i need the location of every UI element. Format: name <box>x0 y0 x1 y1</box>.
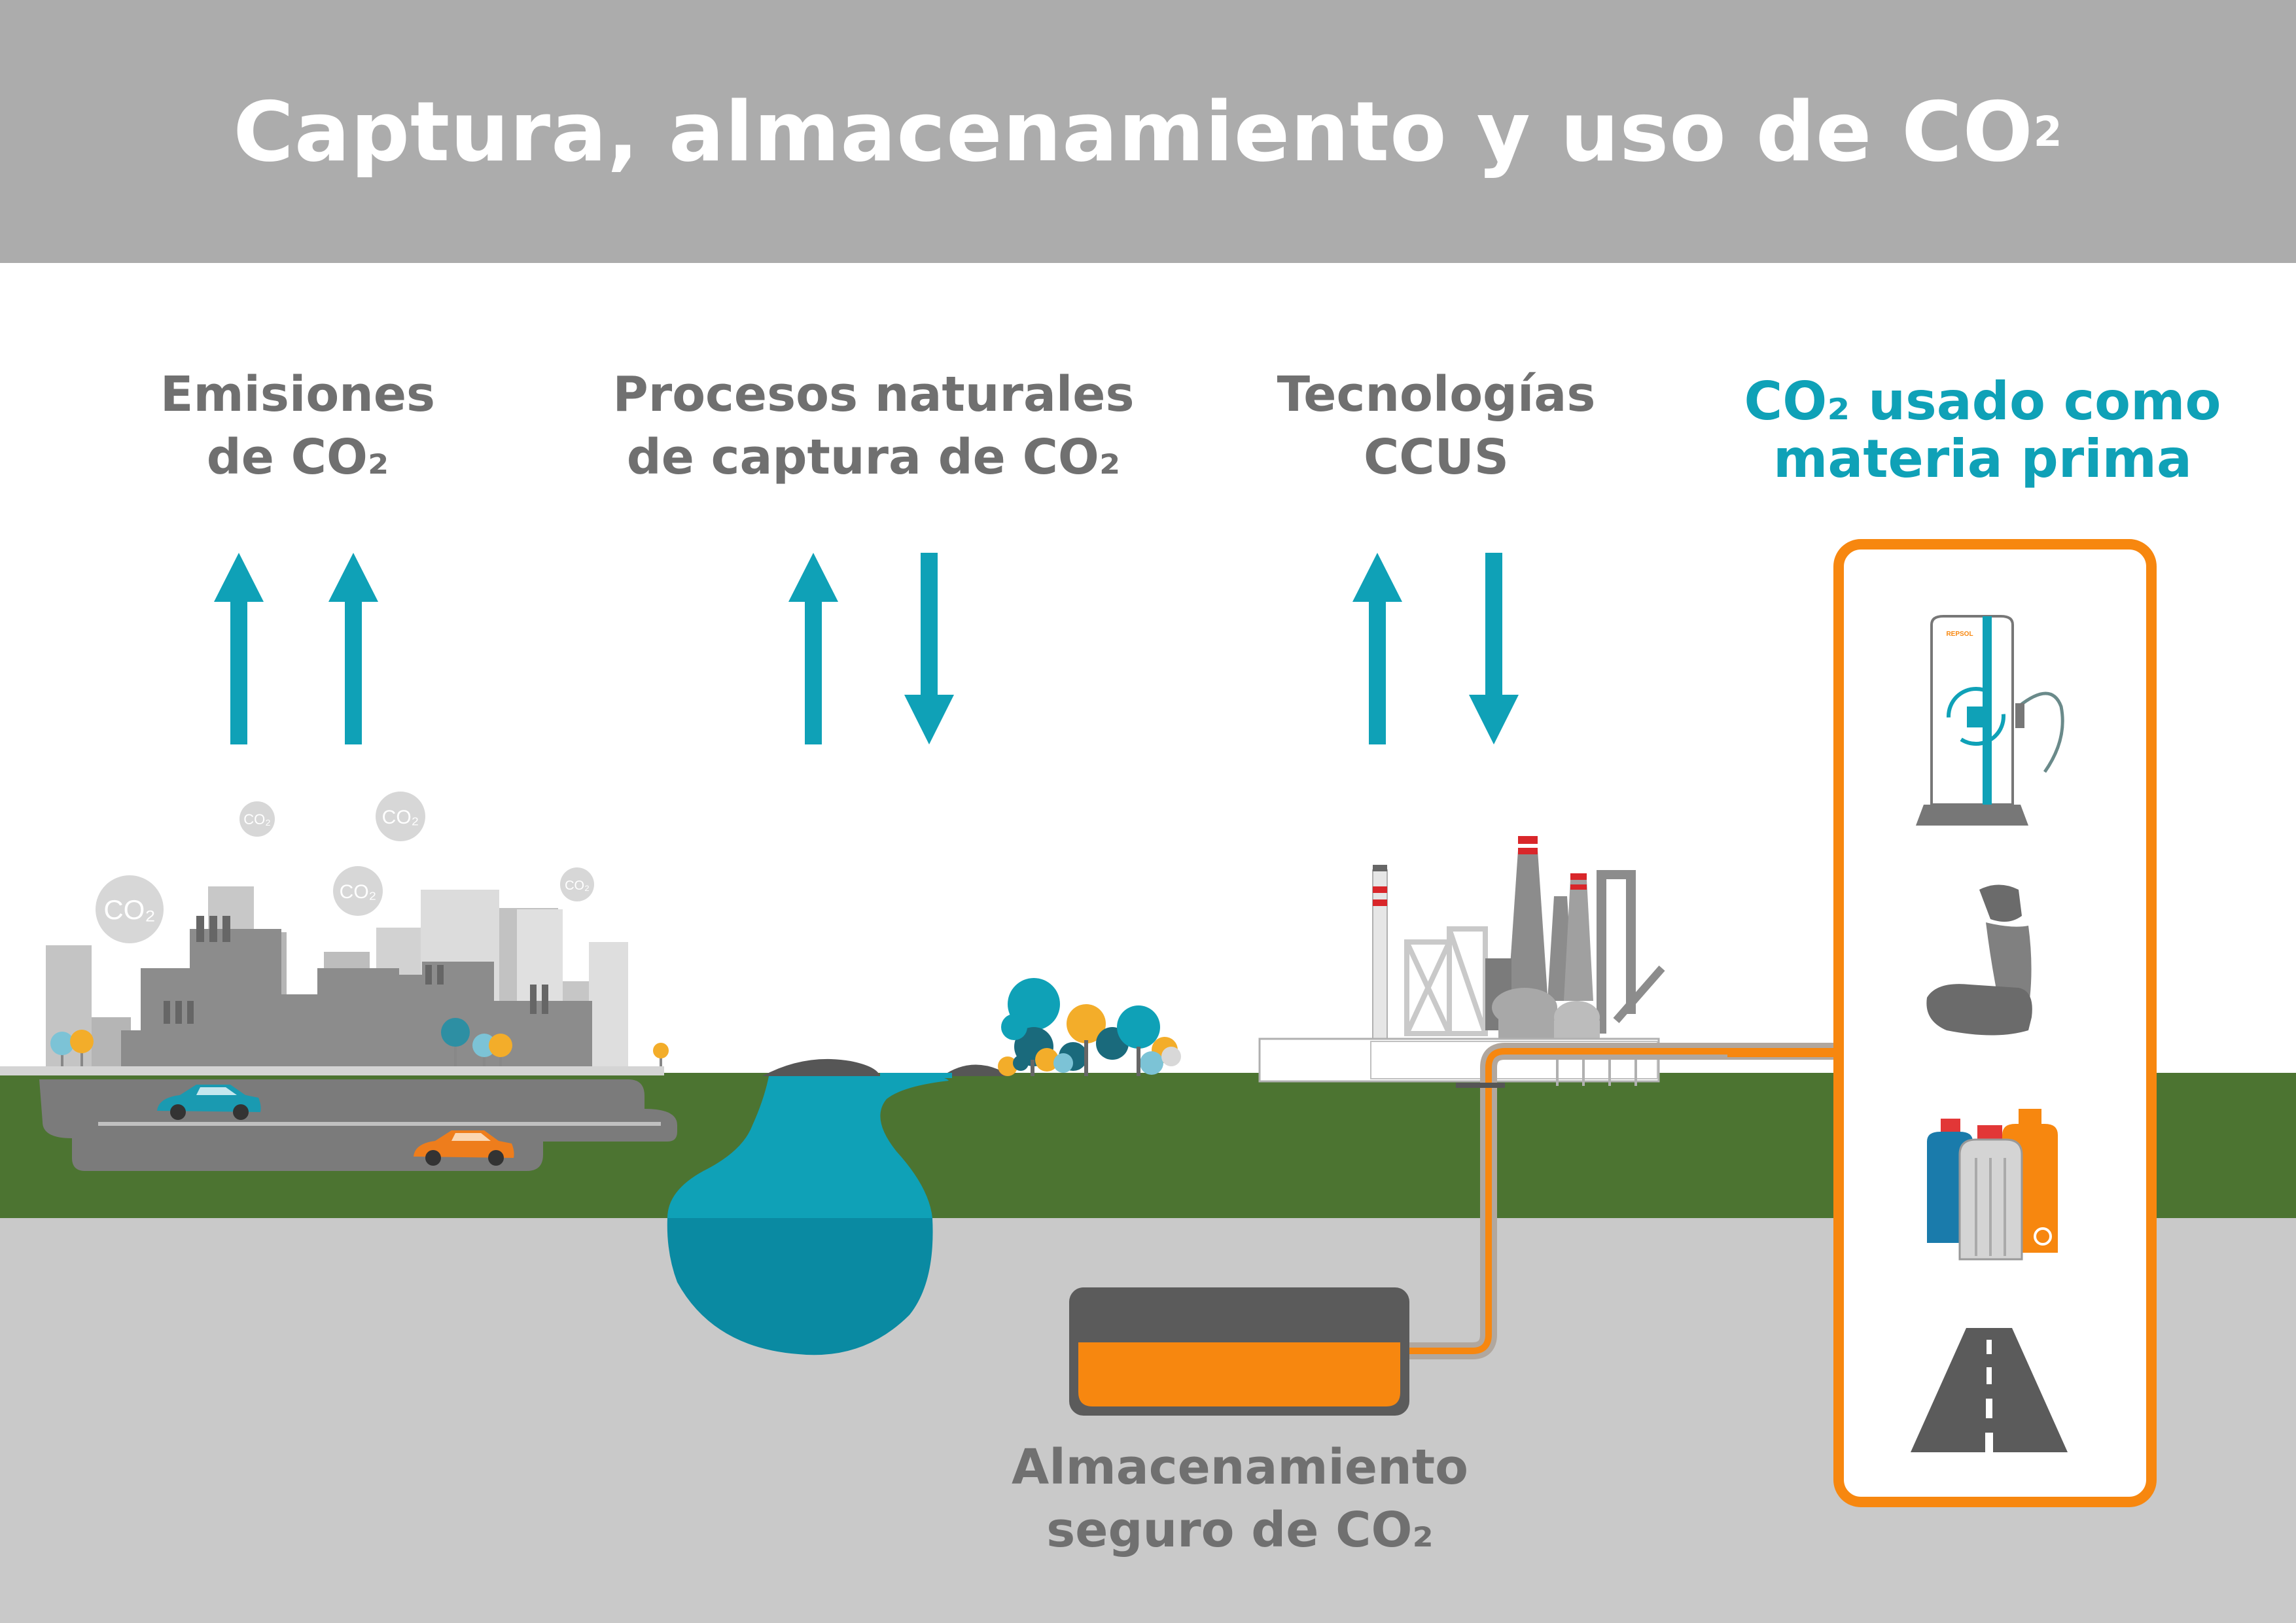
hill <box>762 1058 880 1076</box>
co2-bubble-text: CO₂ <box>103 894 155 925</box>
label-materia-prima: CO₂ usado como materia prima <box>1701 373 2264 488</box>
label-line: Procesos naturales <box>612 366 1135 423</box>
label-line: Almacenamiento <box>1012 1439 1468 1495</box>
co2-bubble: CO₂ <box>333 866 383 916</box>
co2-bubble: CO₂ <box>560 867 594 901</box>
label-procesos-naturales: Procesos naturales de captura de CO₂ <box>576 363 1171 489</box>
arrow-up-icon <box>328 553 378 744</box>
co2-bubble-text: CO₂ <box>565 879 590 893</box>
co2-bubble-text: CO₂ <box>243 811 271 828</box>
label-line: CO₂ usado como <box>1744 371 2221 432</box>
title-text: Captura, almacenamiento y uso de CO <box>233 83 2034 180</box>
car-seat-icon <box>1926 884 2032 1036</box>
arrow-down-icon <box>904 553 954 744</box>
label-line: CCUS <box>1364 429 1509 485</box>
arrow-up-icon <box>214 553 264 744</box>
label-emisiones: Emisiones de CO₂ <box>98 363 497 489</box>
forest <box>998 978 1181 1076</box>
arrow-up-icon <box>1352 553 1402 744</box>
label-almacenamiento: Almacenamiento seguro de CO₂ <box>975 1436 1505 1562</box>
fuel-station-icon: REPSOL <box>1916 615 2064 826</box>
label-line: de captura de CO₂ <box>626 429 1121 485</box>
co2-bubble: CO₂ <box>239 801 275 837</box>
city-buildings <box>46 886 628 1066</box>
label-tecnologias-ccus: Tecnologías CCUS <box>1217 363 1655 489</box>
co2-storage-reservoir <box>1069 1287 1409 1416</box>
arrow-down-icon <box>1469 553 1519 744</box>
co2-pipeline <box>1407 1043 1839 1359</box>
brand-label: REPSOL <box>1946 631 1973 638</box>
bottles-icon <box>1927 1109 2058 1261</box>
sidewalk <box>0 1066 664 1075</box>
co2-bubble: CO₂ <box>96 875 164 943</box>
label-line: de CO₂ <box>206 429 389 485</box>
hill <box>942 1064 1011 1076</box>
car-orange <box>414 1130 514 1166</box>
label-line: materia prima <box>1773 428 2193 489</box>
label-line: Emisiones <box>160 366 436 423</box>
co2-bubble-text: CO₂ <box>340 881 377 903</box>
car-teal <box>157 1085 261 1120</box>
road-icon <box>1911 1328 2068 1452</box>
header-bar <box>0 0 2296 263</box>
title-subscript: 2 <box>2033 107 2063 156</box>
label-line: seguro de CO₂ <box>1046 1502 1434 1558</box>
river-mouth <box>880 1073 952 1078</box>
arrow-up-icon <box>788 553 838 744</box>
river <box>667 1075 949 1218</box>
city-trees <box>50 1018 669 1066</box>
co2-bubble-text: CO₂ <box>382 807 419 828</box>
co2-bubble: CO₂ <box>376 792 425 841</box>
label-line: Tecnologías <box>1277 366 1596 423</box>
underground-lake <box>667 1218 933 1355</box>
